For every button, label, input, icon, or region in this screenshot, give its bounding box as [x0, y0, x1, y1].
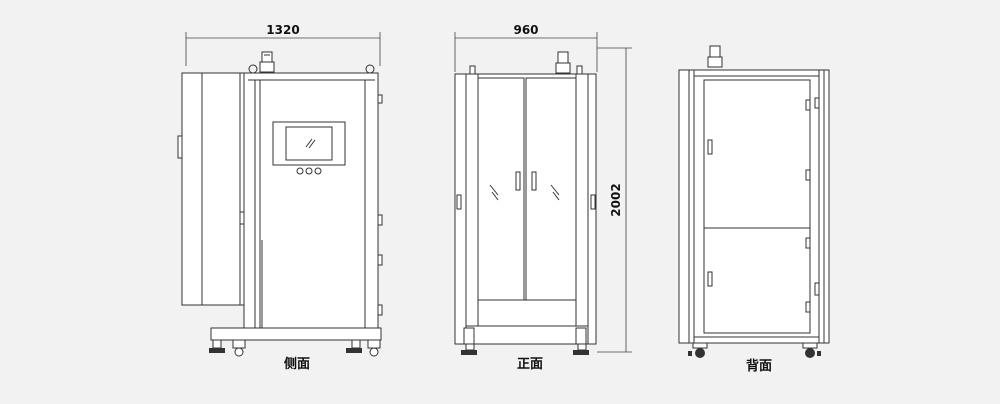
back-beacon-light: [707, 45, 723, 68]
back-handle-lower: [707, 271, 713, 287]
front-handle-right: [531, 171, 537, 191]
height-label: 2002: [609, 183, 623, 216]
back-upper-door: [703, 79, 811, 229]
back-view: 背面: [678, 45, 830, 374]
front-width-label: 960: [513, 23, 538, 37]
touch-screen: [272, 121, 346, 166]
front-bottom-panel: [477, 299, 577, 327]
control-button-3: [314, 167, 322, 175]
front-view: 960 2002: [454, 23, 632, 372]
back-lower-door: [703, 227, 811, 334]
side-feet: [209, 339, 381, 357]
front-feet: [461, 327, 589, 355]
height-dimension: 2002: [597, 47, 632, 353]
front-handle-left: [515, 171, 521, 191]
control-button-1: [296, 167, 304, 175]
side-main-body: [243, 72, 379, 329]
side-beacon-light: [259, 51, 275, 73]
front-view-label: 正面: [517, 357, 543, 372]
control-button-2: [305, 167, 313, 175]
side-base: [210, 327, 382, 341]
lifting-eye-left: [248, 64, 258, 74]
back-view-label: 背面: [746, 358, 772, 374]
side-view: 1320: [177, 23, 383, 372]
back-casters: [688, 342, 821, 358]
front-beacon-light: [555, 51, 571, 74]
front-width-dimension: 960: [454, 23, 598, 72]
side-rear-module: [181, 72, 245, 306]
side-width-label: 1320: [266, 23, 299, 37]
back-handle-upper: [707, 139, 713, 155]
lifting-eye-right: [365, 64, 375, 74]
side-width-dimension: 1320: [185, 23, 381, 66]
side-view-label: 侧面: [284, 356, 310, 372]
